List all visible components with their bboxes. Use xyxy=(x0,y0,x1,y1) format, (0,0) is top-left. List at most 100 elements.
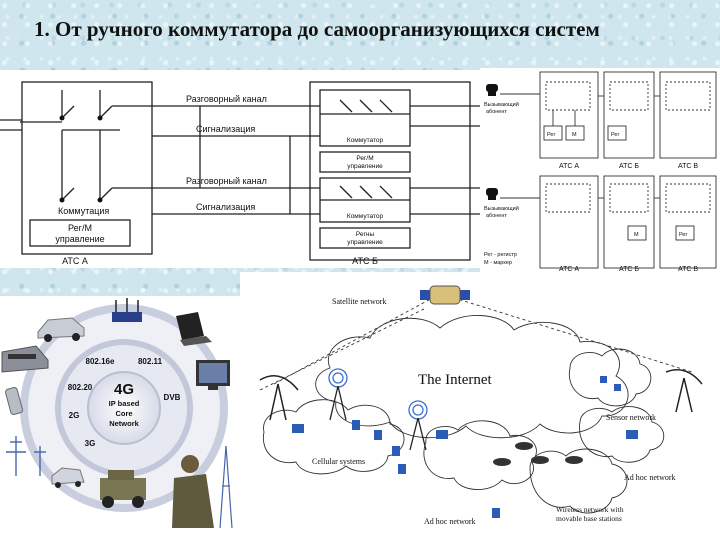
atc-b-label: АТС Б xyxy=(619,163,639,170)
pda-icon xyxy=(398,464,406,474)
car-icon xyxy=(565,456,583,464)
marker-label: М xyxy=(572,132,577,138)
ring-label: DVB xyxy=(164,393,181,402)
atc-v-label: АТС В xyxy=(678,266,698,273)
signaling-top-label: Сигнализация xyxy=(196,124,255,134)
military-vehicle-icon xyxy=(100,470,146,508)
car-icon xyxy=(37,317,85,342)
b-ctrl-top-label-2: управление xyxy=(347,163,383,170)
sensor-icon xyxy=(614,384,621,391)
switch-diagram-svg: Разговорный канал Сигнализация Разговорн… xyxy=(0,81,480,266)
exchange-b-label: АТС Б xyxy=(352,256,378,266)
ad-hoc-cloud-right xyxy=(579,406,665,463)
pda-icon xyxy=(492,508,500,518)
exchange-diagram-svg: Вызывающий абонент Вызывающий абонент Ре… xyxy=(484,71,717,273)
b-switch-bottom-label: Коммутатор xyxy=(347,213,384,220)
laptop-icon xyxy=(292,424,304,433)
ring-label: 2G xyxy=(69,411,80,420)
dish-antenna-icon xyxy=(259,375,299,421)
laptop-icon xyxy=(176,312,212,346)
tower-icon xyxy=(219,445,233,529)
center-ip-label: IP based xyxy=(109,399,140,408)
exchange-a-frame xyxy=(21,81,153,255)
train-icon xyxy=(1,345,49,373)
satellite-network-label: Satellite network xyxy=(332,297,386,306)
center-network-label: Network xyxy=(109,419,139,428)
legend-label-1: Рег - регистр xyxy=(484,252,517,258)
caller-bottom-label-2: абонент xyxy=(486,213,507,219)
cellular-cloud xyxy=(262,399,405,475)
pda-icon xyxy=(374,430,382,440)
control-a-label-2: управление xyxy=(55,234,104,244)
soldier-icon xyxy=(172,455,214,528)
ring-label: 3G xyxy=(85,439,96,448)
pda-icon xyxy=(392,446,400,456)
router-icon xyxy=(112,298,142,322)
cell-tower-icon xyxy=(408,400,428,451)
voice-channel-bottom-label: Разговорный канал xyxy=(186,176,267,186)
the-internet-label: The Internet xyxy=(418,372,493,388)
reg-label: Рег xyxy=(611,132,620,138)
wireless-network-label-2: movable base stations xyxy=(556,514,622,523)
page-title: 1. От ручного коммутатора до самоорганиз… xyxy=(34,17,600,41)
exchange-diagram: Вызывающий абонент Вызывающий абонент Ре… xyxy=(480,68,720,273)
telephone-icon xyxy=(486,84,498,96)
b-ctrl-top-label-1: Рег/М xyxy=(356,155,373,162)
cellular-systems-label: Cellular systems xyxy=(312,457,365,466)
telephone-icon xyxy=(486,188,498,200)
ring-label: 802.20 xyxy=(68,383,93,392)
dish-antenna-icon xyxy=(665,369,703,413)
wireless-cloud xyxy=(529,448,628,514)
car-icon xyxy=(51,467,85,488)
car-icon xyxy=(531,456,549,464)
atc-v-label: АТС В xyxy=(678,163,698,170)
center-core-label: Core xyxy=(115,409,132,418)
b-ctrl-bottom-label-2: управление xyxy=(347,239,383,246)
legend-label-2: М - маркер xyxy=(484,260,512,266)
atc-a-label: АТС А xyxy=(559,266,579,273)
signaling-bottom-label: Сигнализация xyxy=(196,202,255,212)
ring-label: 802.11 xyxy=(138,357,163,366)
caller-bottom-label-1: Вызывающий xyxy=(484,205,519,212)
laptop-icon xyxy=(436,430,448,439)
cell-tower-icon xyxy=(328,368,348,421)
internet-diagram: Satellite network The Internet Sensor ne… xyxy=(240,272,720,540)
antenna-icon xyxy=(6,436,46,476)
tv-icon xyxy=(196,360,230,390)
exchange-a-label: АТС А xyxy=(62,256,88,266)
sensor-cloud xyxy=(568,348,652,407)
b-ctrl-bottom-label-1: Регны xyxy=(356,231,375,238)
reg-label: Рег xyxy=(679,232,688,238)
marker-label: М xyxy=(634,232,639,238)
pda-icon xyxy=(352,420,360,430)
ad-hoc-network-right-label: Ad hoc network xyxy=(624,473,676,482)
ring-label: 802.16e xyxy=(86,357,115,366)
caller-top-label-1: Вызывающий xyxy=(484,101,519,108)
wireless-network-label-1: Wireless network with xyxy=(556,505,624,514)
internet-diagram-svg: Satellite network The Internet Sensor ne… xyxy=(259,285,703,526)
reg-label: Рег xyxy=(547,132,556,138)
phone-icon xyxy=(5,387,23,415)
atc-a-label: АТС А xyxy=(559,163,579,170)
sensor-icon xyxy=(600,376,607,383)
control-a-box xyxy=(29,219,131,247)
b-ctrl-top xyxy=(319,151,411,173)
switch-diagram: Разговорный канал Сигнализация Разговорн… xyxy=(0,70,480,268)
switching-label: Коммутация xyxy=(58,206,109,216)
car-icon xyxy=(515,442,533,450)
satellite-icon xyxy=(420,285,470,305)
laptop-icon xyxy=(626,430,638,439)
internet-cloud xyxy=(315,315,629,439)
ad-hoc-network-bottom-label: Ad hoc network xyxy=(424,517,476,526)
voice-channel-top-label: Разговорный канал xyxy=(186,94,267,104)
b-ctrl-bottom xyxy=(319,227,411,249)
caller-top-label-2: абонент xyxy=(486,109,507,115)
network-4g-diagram: 4G IP based Core Network 802.16e 802.11 … xyxy=(0,296,240,540)
network-4g-svg: 4G IP based Core Network 802.16e 802.11 … xyxy=(1,298,233,529)
b-switch-top xyxy=(319,89,411,147)
car-icon xyxy=(493,458,511,466)
atc-b-label: АТС Б xyxy=(619,266,639,273)
sensor-network-label: Sensor network xyxy=(606,413,656,422)
exchange-b-frame xyxy=(309,81,471,261)
center-4g-label: 4G xyxy=(114,381,134,398)
